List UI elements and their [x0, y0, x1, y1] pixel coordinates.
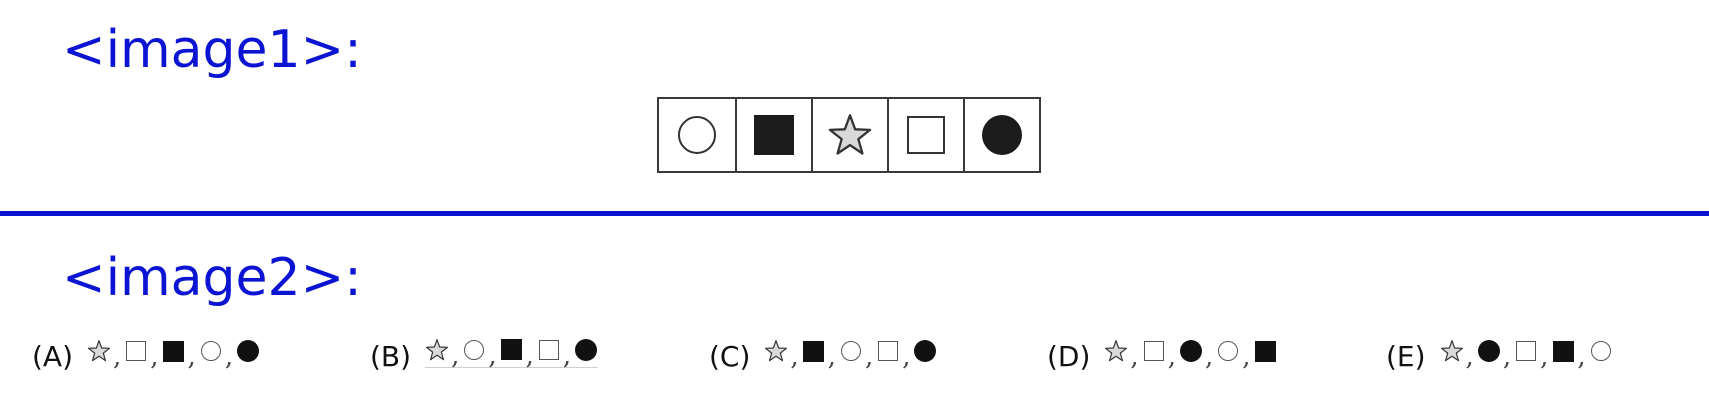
- square-outline-icon: [1143, 341, 1164, 361]
- circle-filled-icon: [1179, 340, 1202, 362]
- section-divider: [0, 211, 1709, 216]
- square-filled-icon: [501, 339, 523, 360]
- comma-separator: ,: [864, 342, 874, 372]
- comma-separator: ,: [224, 342, 234, 372]
- image2-heading: <image2>:: [62, 248, 362, 308]
- comma-separator: ,: [1204, 342, 1214, 372]
- sequence-symbol: [913, 339, 937, 363]
- sequence-symbol: [1477, 339, 1501, 363]
- option-d[interactable]: (D) ,,,,: [1047, 336, 1277, 376]
- sequence-symbol: [162, 339, 186, 363]
- sequence-symbol: [199, 339, 223, 363]
- sequence-symbol: [764, 339, 788, 363]
- comma-separator: ,: [1130, 342, 1139, 372]
- comma-separator: ,: [187, 342, 196, 372]
- sequence-symbol: [1179, 339, 1203, 363]
- star-icon: [1440, 340, 1463, 362]
- strip-cell: [811, 99, 887, 171]
- option-b-label: (B): [370, 339, 412, 373]
- square-outline-icon: [878, 341, 899, 361]
- square-filled-icon: [1254, 340, 1276, 362]
- circle-outline-icon: [200, 341, 221, 361]
- image1-heading: <image1>:: [62, 20, 362, 80]
- circle-outline-icon: [1218, 341, 1239, 361]
- star-icon: [1105, 340, 1128, 362]
- comma-separator: ,: [1577, 342, 1586, 372]
- option-c-label: (C): [709, 339, 751, 373]
- sequence-symbol: [462, 338, 486, 362]
- comma-separator: ,: [1465, 342, 1474, 372]
- comma-separator: ,: [525, 340, 534, 371]
- symbol-strip: [657, 97, 1041, 173]
- option-d-sequence: ,,,,: [1104, 336, 1277, 372]
- square-outline-icon: [538, 339, 559, 360]
- sequence-symbol: [537, 338, 561, 362]
- comma-separator: ,: [451, 340, 460, 371]
- comma-separator: ,: [1242, 342, 1251, 372]
- sequence-symbol: [839, 339, 863, 363]
- sequence-symbol: [1551, 339, 1575, 363]
- square-outline-icon: [907, 116, 945, 154]
- sequence-symbol: [425, 338, 449, 362]
- strip-cell: [963, 99, 1039, 171]
- circle-outline-icon: [1590, 341, 1611, 361]
- circle-filled-icon: [982, 115, 1022, 155]
- sequence-symbol: [87, 339, 111, 363]
- circle-outline-icon: [464, 339, 485, 360]
- strip-cell: [735, 99, 811, 171]
- strip-cell: [887, 99, 963, 171]
- comma-separator: ,: [827, 342, 836, 372]
- star-icon: [828, 114, 872, 155]
- option-e[interactable]: (E) ,,,,: [1386, 336, 1613, 376]
- circle-filled-icon: [914, 340, 937, 362]
- option-d-label: (D): [1047, 339, 1091, 373]
- sequence-symbol: [876, 339, 900, 363]
- option-a-sequence: ,,,,: [87, 336, 260, 372]
- option-a-label: (A): [32, 339, 74, 373]
- sequence-symbol: [1589, 339, 1613, 363]
- option-c[interactable]: (C) ,,,,: [709, 336, 937, 376]
- sequence-symbol: [1514, 339, 1538, 363]
- circle-filled-icon: [575, 338, 598, 361]
- circle-filled-icon: [1477, 340, 1500, 362]
- circle-filled-icon: [237, 340, 260, 362]
- comma-separator: ,: [902, 342, 911, 372]
- option-e-label: (E): [1386, 339, 1426, 373]
- sequence-symbol: [1253, 339, 1277, 363]
- comma-separator: ,: [790, 342, 799, 372]
- square-filled-icon: [803, 340, 825, 362]
- sequence-symbol: [1440, 339, 1464, 363]
- square-outline-icon: [1516, 341, 1537, 361]
- comma-separator: ,: [113, 342, 122, 372]
- star-icon: [87, 340, 111, 362]
- sequence-symbol: [124, 339, 148, 363]
- comma-separator: ,: [562, 340, 572, 371]
- comma-separator: ,: [488, 340, 497, 371]
- sequence-symbol: [574, 338, 598, 362]
- circle-outline-icon: [840, 341, 861, 361]
- option-b-sequence: ,,,,: [425, 335, 599, 371]
- comma-separator: ,: [1502, 342, 1512, 372]
- sequence-symbol: [236, 339, 260, 363]
- square-filled-icon: [163, 340, 185, 362]
- strip-cell: [659, 99, 735, 171]
- option-a[interactable]: (A) ,,,,: [32, 336, 260, 376]
- comma-separator: ,: [1540, 342, 1549, 372]
- sequence-symbol: [1216, 339, 1240, 363]
- option-b[interactable]: (B) ,,,,: [370, 335, 599, 376]
- sequence-symbol: [1142, 339, 1166, 363]
- square-filled-icon: [1552, 340, 1574, 362]
- option-c-sequence: ,,,,: [764, 336, 937, 372]
- option-e-sequence: ,,,,: [1440, 336, 1613, 372]
- comma-separator: ,: [1167, 342, 1176, 372]
- sequence-symbol: [500, 338, 524, 362]
- circle-outline-icon: [678, 116, 716, 154]
- sequence-symbol: [1104, 339, 1128, 363]
- sequence-symbol: [802, 339, 826, 363]
- comma-separator: ,: [150, 342, 159, 372]
- square-filled-icon: [754, 115, 794, 155]
- star-icon: [425, 338, 449, 360]
- star-icon: [765, 340, 788, 362]
- square-outline-icon: [126, 341, 147, 361]
